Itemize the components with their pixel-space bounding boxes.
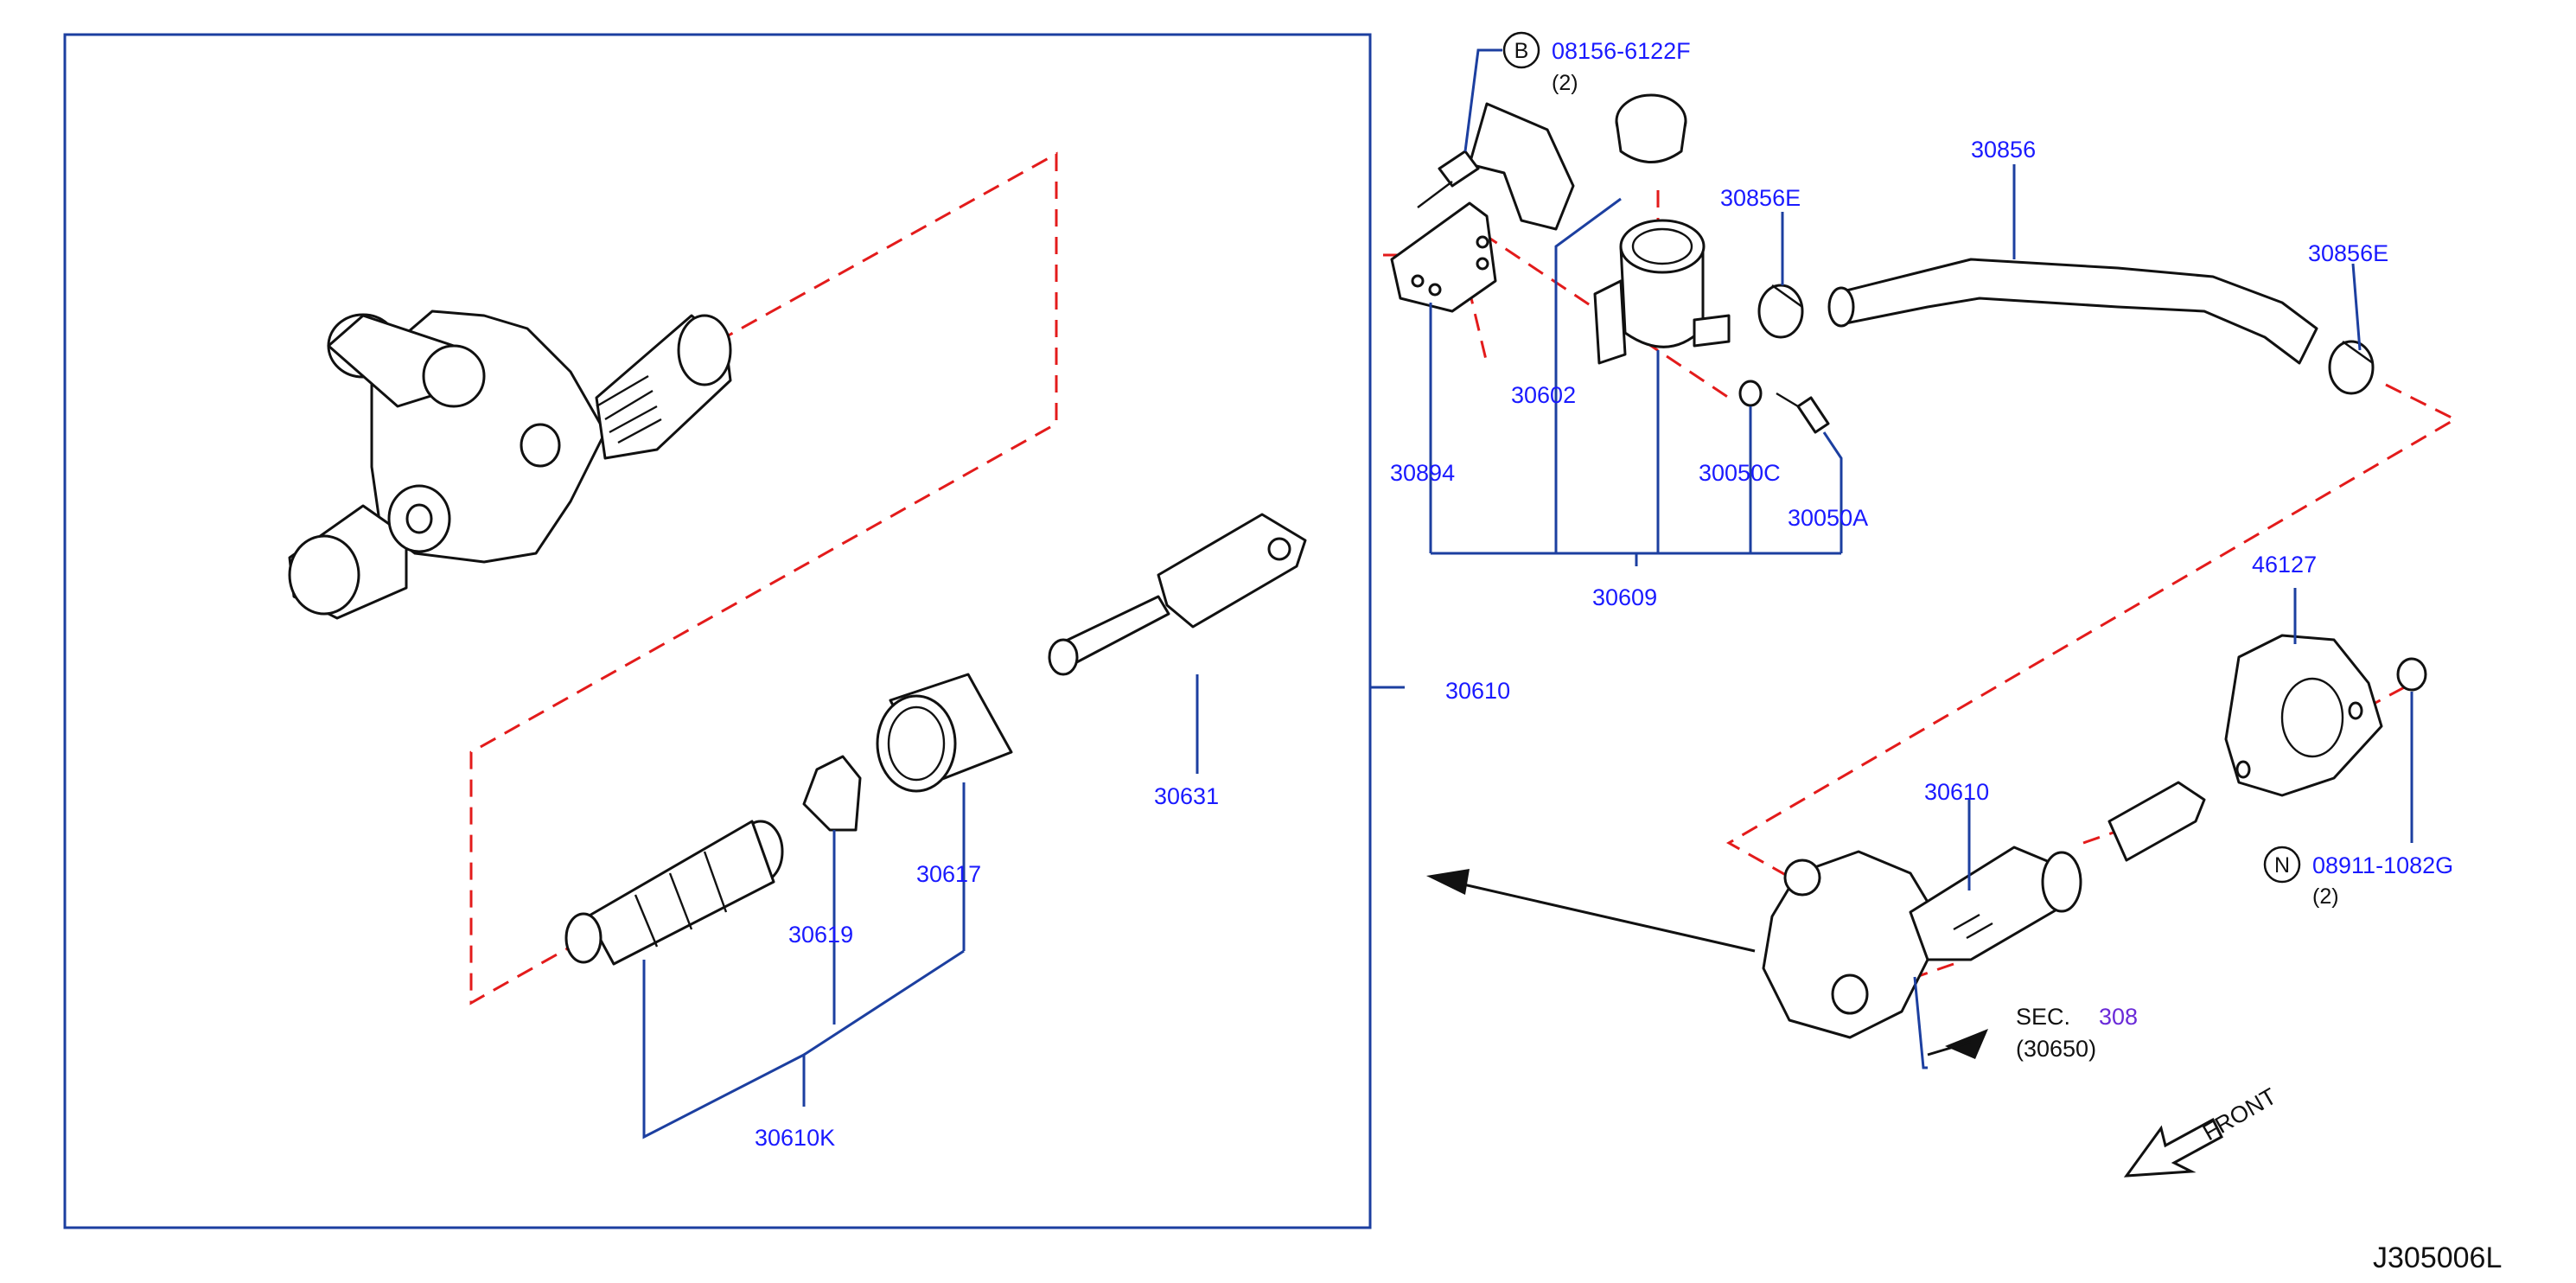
bracket-30894 (1390, 102, 1575, 313)
label-46127: 46127 (2252, 552, 2317, 578)
label-08911-1082G: 08911-1082G (2312, 852, 2453, 878)
push-rod-30631 (1048, 513, 1307, 676)
reservoir-30602 (1593, 219, 1731, 365)
label-30610: 30610 (1924, 779, 1989, 805)
label-30631: 30631 (1154, 783, 1219, 809)
nut-08911 (2396, 657, 2427, 692)
clamp-30856E-a (1757, 284, 1804, 339)
bolt-30050A (1776, 392, 1830, 434)
leader-lines (642, 48, 2413, 1139)
label-30609: 30609 (1592, 584, 1657, 610)
seal-30619 (802, 755, 862, 832)
label-08156-qty: (2) (1552, 71, 1578, 95)
sec-sub: (30650) (2016, 1036, 2096, 1062)
symbol-n-text: N (2274, 853, 2290, 878)
label-30610-ref: 30610 (1445, 678, 1510, 704)
drawing-id: J305006L (2373, 1242, 2502, 1274)
clamp-30856E-b (2328, 340, 2375, 395)
label-30050C: 30050C (1699, 460, 1781, 486)
label-30602: 30602 (1511, 382, 1576, 408)
symbol-b-bolt: B (1502, 31, 1540, 69)
exploded-view-frame (63, 33, 1372, 1229)
sec-ref-arrow (1927, 1029, 1988, 1059)
label-30894: 30894 (1390, 460, 1455, 486)
piston-assembly (564, 820, 784, 966)
front-label: FRONT (2198, 1083, 2281, 1146)
label-30856: 30856 (1971, 137, 2036, 163)
symbol-b-text: B (1514, 39, 1529, 63)
label-08911-qty: (2) (2312, 884, 2339, 909)
bolt-08156 (1417, 150, 1480, 208)
cup-30617 (876, 673, 1013, 793)
sec-prefix: SEC. (2016, 1004, 2070, 1030)
label-30610K: 30610K (755, 1125, 835, 1151)
gasket-46127 (2224, 634, 2383, 797)
front-arrow-icon (2123, 1117, 2223, 1178)
master-cylinder-body-large (288, 310, 732, 620)
washer-30050C (1738, 380, 1763, 407)
master-cylinder-installed (1762, 781, 2206, 1039)
label-30856E-b: 30856E (2308, 240, 2388, 266)
label-30619: 30619 (788, 922, 853, 948)
label-08156-6122F: 08156-6122F (1552, 38, 1691, 64)
symbol-n-nut: N (2263, 846, 2301, 884)
hose-30856 (1827, 258, 2318, 365)
direction-arrow (1426, 869, 1756, 953)
reservoir-cap (1615, 93, 1687, 163)
label-30856E-a: 30856E (1720, 185, 1801, 211)
label-30617: 30617 (916, 861, 981, 887)
label-30050A: 30050A (1788, 505, 1868, 531)
sec-number[interactable]: 308 (2099, 1004, 2138, 1030)
